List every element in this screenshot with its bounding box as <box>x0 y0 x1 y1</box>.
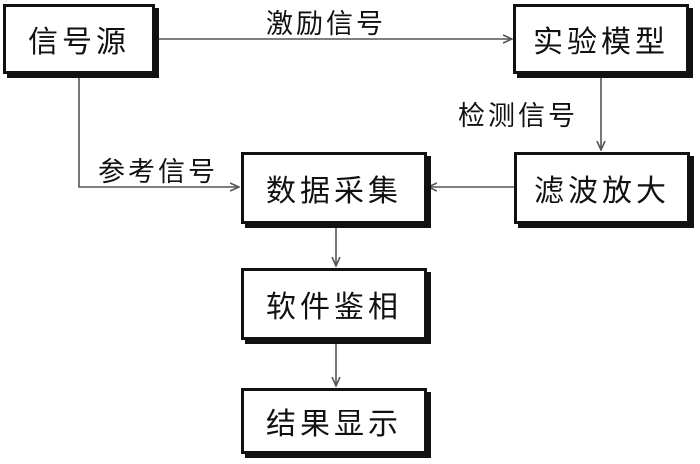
node-data-acquisition: 数据采集 <box>241 152 427 224</box>
node-signal-source: 信号源 <box>3 4 155 74</box>
edge-label-reference: 参考信号 <box>98 157 218 188</box>
node-filter-amplify: 滤波放大 <box>514 152 690 224</box>
node-software-phase-detection: 软件鉴相 <box>241 268 427 340</box>
node-result-display: 结果显示 <box>241 388 427 454</box>
node-experiment-model: 实验模型 <box>513 4 689 74</box>
edge-label-detection: 检测信号 <box>458 101 578 132</box>
arrow-reference <box>78 76 239 187</box>
edge-label-excitation: 激励信号 <box>266 9 386 40</box>
